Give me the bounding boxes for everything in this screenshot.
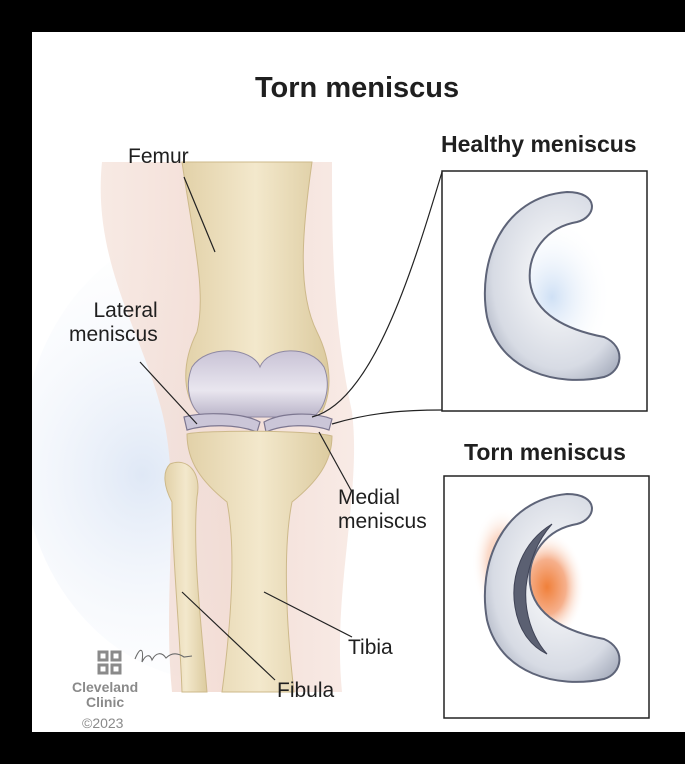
femur-label: Femur bbox=[128, 145, 189, 169]
medial-meniscus-label-line2: meniscus bbox=[338, 510, 427, 534]
brand-name: Cleveland Clinic bbox=[72, 680, 138, 711]
main-title: Torn meniscus bbox=[255, 72, 459, 105]
lateral-meniscus-label: Lateral meniscus bbox=[69, 299, 158, 347]
lateral-meniscus-label-line1: Lateral bbox=[69, 299, 158, 323]
fibula-label: Fibula bbox=[277, 679, 334, 703]
illustration-frame: Torn meniscus Healthy meniscus Torn meni… bbox=[32, 32, 685, 732]
tibia-label: Tibia bbox=[348, 636, 393, 660]
cleveland-clinic-logo-icon bbox=[99, 652, 120, 673]
torn-panel-title: Torn meniscus bbox=[464, 439, 626, 465]
healthy-panel-title: Healthy meniscus bbox=[441, 131, 637, 157]
lateral-meniscus-label-line2: meniscus bbox=[69, 323, 158, 347]
brand-line1: Cleveland bbox=[72, 680, 138, 695]
medial-meniscus-label-line1: Medial bbox=[338, 486, 427, 510]
brand-line2: Clinic bbox=[72, 695, 138, 710]
medial-meniscus-label: Medial meniscus bbox=[338, 486, 427, 534]
copyright-text: ©2023 bbox=[82, 715, 123, 731]
